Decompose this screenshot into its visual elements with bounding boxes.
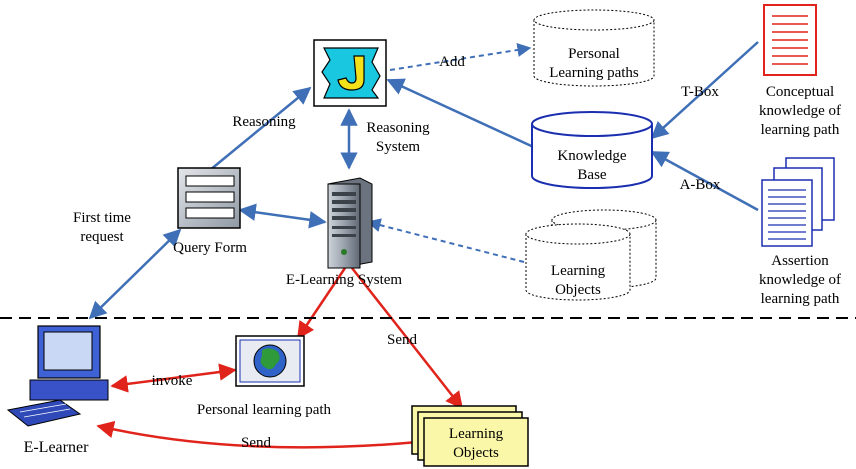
arrow-kb-to-reasoner [386,78,541,152]
elearning-system-label: E-Learning System [286,272,403,288]
dashed-arrow-add [389,43,532,71]
server-icon [327,177,373,269]
arrow-queryform-to-reasoner [209,86,312,171]
learning-objects-db: Learning Objects [525,209,657,301]
invoke-label: invoke [152,373,193,389]
arrow-system-to-plp [296,267,347,340]
first-time-label-2: request [80,229,124,245]
personal-learning-path-icon [235,335,305,387]
assertion-documents-icon [761,157,835,247]
arrow-system-send [351,267,464,410]
arrow-elearner-queryform [88,228,182,320]
lo-box-label-2: Objects [453,445,499,461]
plp-db-label-2: Learning paths [549,65,639,81]
kb-label-1: Knowledge [557,148,626,164]
add-label: Add [439,54,465,70]
conceptual-label-1: Conceptual [766,84,834,100]
reasoner-icon [313,39,387,107]
kb-label-2: Base [577,167,607,183]
lo-db-label-1: Learning [551,263,606,279]
tbox-label: T-Box [681,84,719,100]
first-time-label-1: First time [73,210,131,226]
query-form-label: Query Form [173,240,247,256]
send-top-label: Send [387,332,418,348]
elearner-label: E-Learner [24,439,90,456]
plp-db-label-1: Personal [568,46,620,62]
arrow-abox [650,150,759,212]
assertion-label-1: Assertion [771,253,829,269]
reasoning-system-label-1: Reasoning [366,120,430,136]
conceptual-document-icon [763,4,817,76]
computer-icon [6,325,109,427]
reasoning-system-label-2: System [376,139,421,155]
arrow-tbox [650,41,759,140]
send-bottom-label: Send [241,435,272,451]
personal-learning-path-label: Personal learning path [197,402,332,418]
arrow-send-to-elearner [96,420,419,449]
assertion-label-2: knowledge of [759,272,841,288]
lo-db-label-2: Objects [555,282,601,298]
arrow-queryform-elearning-system [238,203,327,229]
personal-learning-paths-db: Personal Learning paths [533,9,655,87]
knowledge-base-db: Knowledge Base [531,111,653,189]
dashed-arrow-learning-objects [366,218,525,263]
arrow-invoke [110,363,237,393]
abox-label: A-Box [680,177,721,193]
reasoning-label: Reasoning [232,114,296,130]
conceptual-label-2: knowledge of [759,103,841,119]
assertion-label-3: learning path [761,291,840,307]
learning-objects-box-icon: Learning Objects [411,405,529,467]
lo-box-label-1: Learning [449,426,504,442]
query-form-icon [177,167,241,229]
conceptual-label-3: learning path [761,122,840,138]
